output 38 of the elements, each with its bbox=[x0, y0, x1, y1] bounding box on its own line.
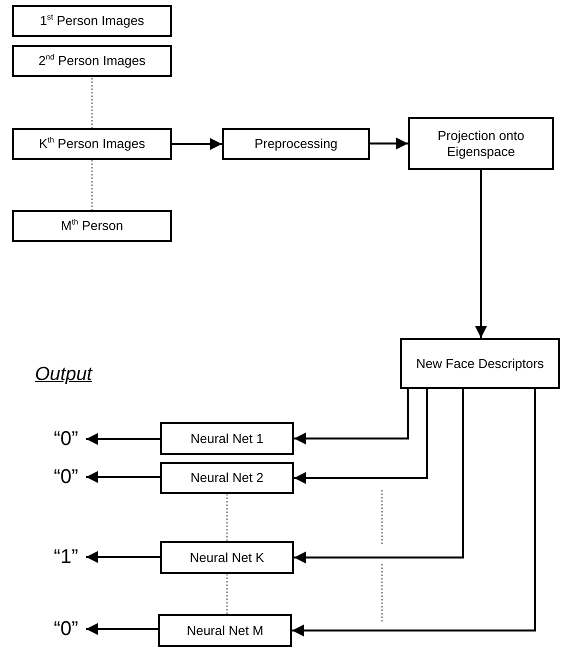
output-value: “1” bbox=[46, 542, 86, 572]
arrow bbox=[86, 433, 160, 445]
box-label: Neural Net 1 bbox=[190, 430, 264, 446]
output-value: “0” bbox=[46, 424, 86, 454]
arrow bbox=[292, 389, 536, 636]
arrow bbox=[86, 471, 160, 483]
output-value: “0” bbox=[46, 614, 86, 644]
box-label: Preprocessing bbox=[254, 136, 338, 152]
process-box bbox=[160, 541, 294, 574]
box-label: Neural Net M bbox=[186, 622, 264, 638]
process-box bbox=[12, 210, 172, 242]
output-heading: Output bbox=[35, 364, 92, 386]
process-box bbox=[12, 5, 172, 37]
arrow bbox=[294, 389, 428, 484]
output-value: “0” bbox=[46, 462, 86, 492]
process-box bbox=[12, 128, 172, 160]
process-box bbox=[160, 422, 294, 455]
process-box bbox=[408, 117, 554, 170]
arrow bbox=[86, 623, 158, 635]
process-box bbox=[158, 614, 292, 647]
arrow bbox=[370, 138, 408, 150]
box-label: New Face Descriptors bbox=[416, 356, 544, 372]
box-label: 1$^{st}$ Person Images bbox=[40, 13, 144, 29]
process-box bbox=[12, 45, 172, 77]
box-label: K$^{th}$ Person Images bbox=[38, 136, 146, 152]
box-label: Projection onto Eigenspace bbox=[436, 128, 526, 160]
arrow bbox=[294, 389, 409, 444]
arrow bbox=[172, 138, 222, 150]
process-box bbox=[222, 128, 370, 160]
arrow bbox=[294, 389, 464, 564]
arrow bbox=[475, 170, 487, 338]
box-label: 2$^{nd}$ Person Images bbox=[38, 53, 146, 69]
process-box bbox=[160, 462, 294, 494]
box-label: Neural Net 2 bbox=[190, 470, 264, 486]
box-label: M$^{th}$ Person bbox=[60, 218, 124, 234]
arrow bbox=[86, 551, 160, 563]
process-box bbox=[400, 338, 560, 389]
box-label: Neural Net K bbox=[190, 550, 264, 566]
